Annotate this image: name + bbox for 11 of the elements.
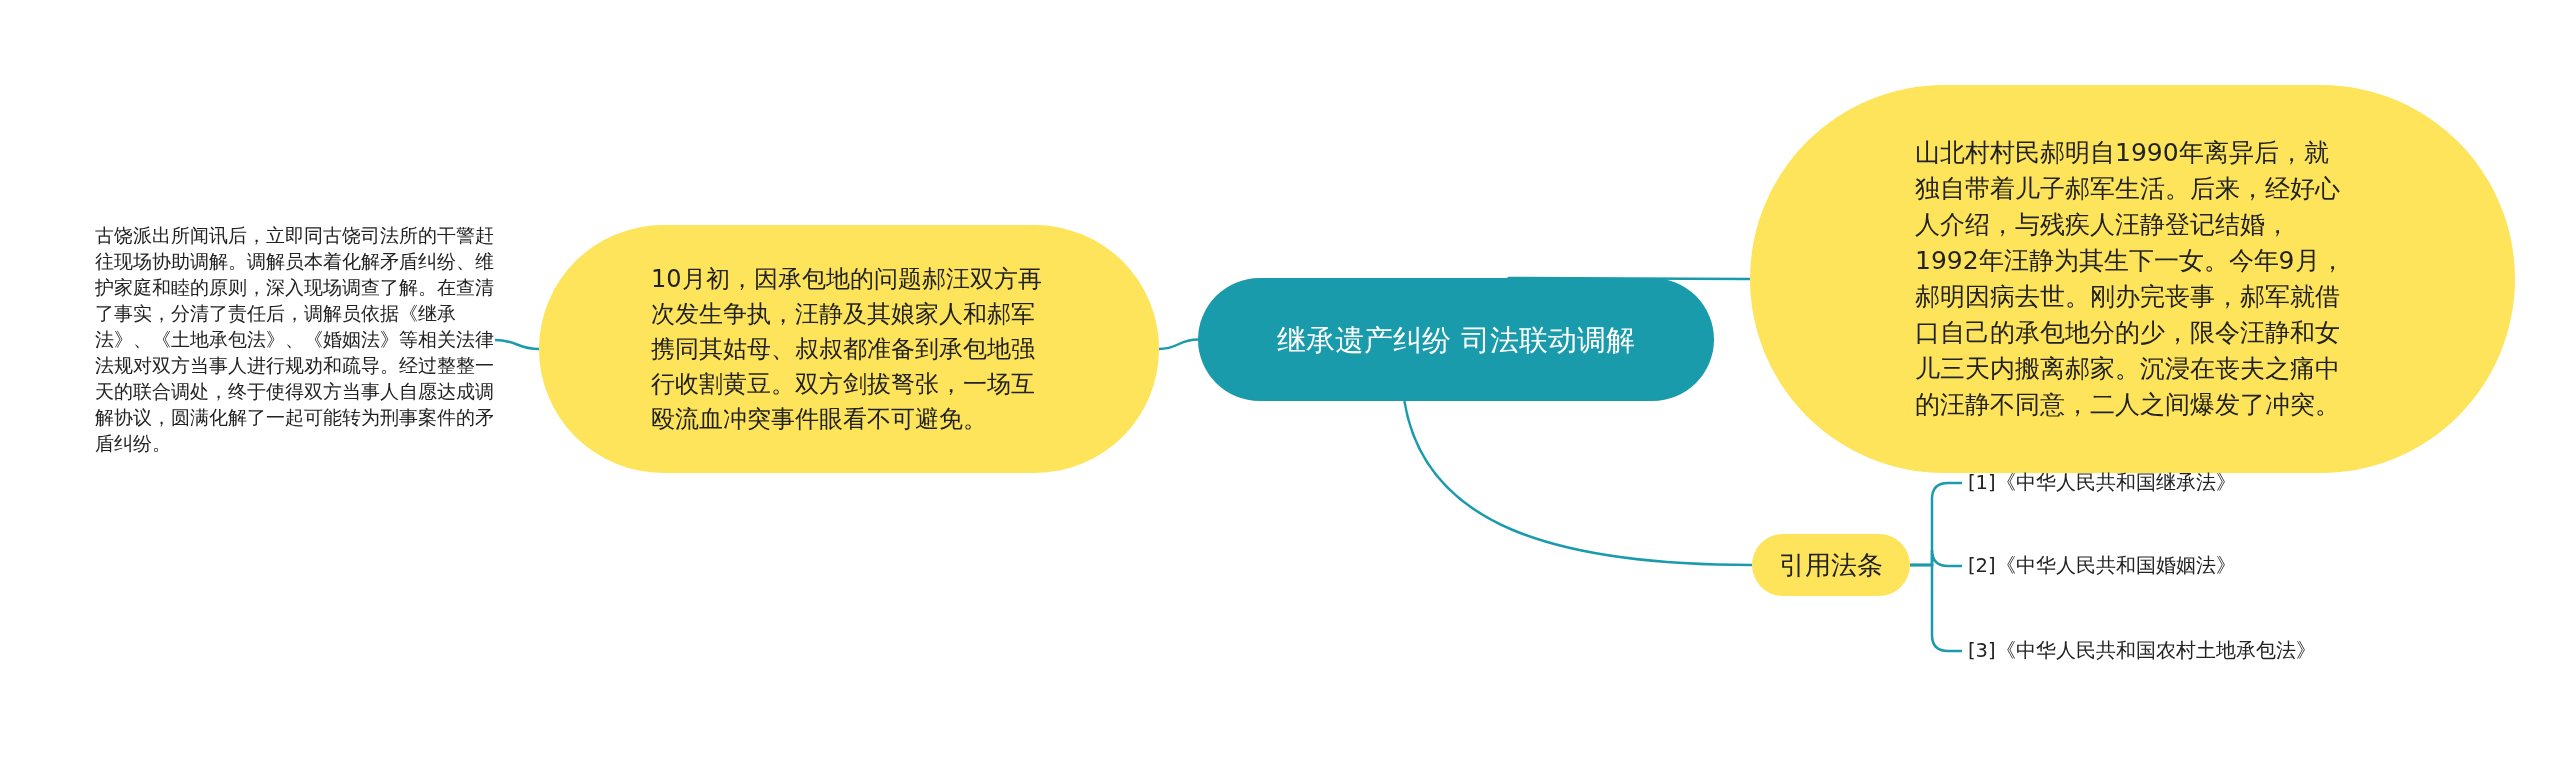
topic-bubble: 继承遗产纠纷 司法联动调解 — [1198, 278, 1714, 401]
connector-line — [1158, 338, 1199, 351]
reference-text: [2]《中华人民共和国婚姻法》 — [1962, 550, 2362, 582]
topic-bubble: 10月初，因承包地的问题郝汪双方再次发生争执，汪静及其娘家人和郝军携同其姑母、叔叔都准备到承包地强行收割黄豆。双方剑拔弩张，一场互殴流血冲突事件眼看不可避免。 — [539, 225, 1159, 473]
topic-bubble: 引用法条 — [1752, 534, 1910, 596]
note-text: 古饶派出所闻讯后，立即同古饶司法所的干警赶往现场协助调解。调解员本着化解矛盾纠纷、维护家庭和睦的原则，深入现场调查了解。在查清了事实，分清了责任后，调解员依据《继承法》、《土地承包法》、《婚姻法》等相关法律法规对双方当事人进行规劝和疏导。经过整整一天的联合调处，终于使得双方当事人自愿达成调解协议，圆满化解了一起可能转为刑事案件的矛盾纠纷。 — [95, 215, 495, 465]
connector-line — [1507, 276, 1750, 281]
connector-line — [1403, 400, 1753, 567]
connector-line — [494, 338, 540, 351]
reference-text: [3]《中华人民共和国农村土地承包法》 — [1962, 635, 2462, 667]
topic-bubble: 山北村村民郝明自1990年离异后，就独自带着儿子郝军生活。后来，经好心人介绍，与残疾人汪静登记结婚，1992年汪静为其生下一女。今年9月，郝明因病去世。刚办完丧事，郝军就借口自己的承包地分的少，限令汪静和女儿三天内搬离郝家。沉浸在丧夫之痛中的汪静不同意，二人之间爆发了冲突。 — [1750, 85, 2515, 473]
